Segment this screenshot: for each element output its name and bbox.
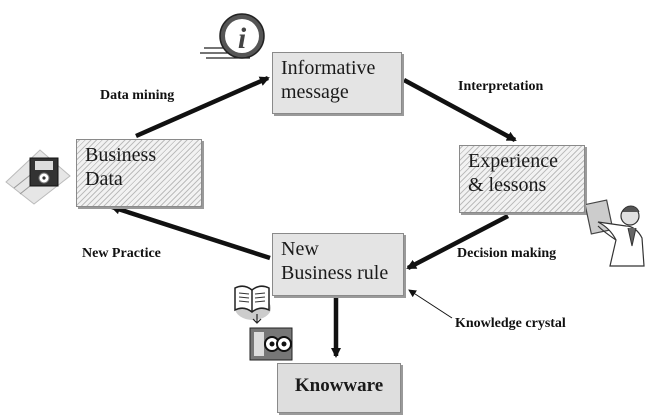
- node-informative-message-line1: Informative: [281, 57, 376, 79]
- arrow-interpretation: [402, 78, 517, 142]
- arrow-new-practice: [110, 204, 271, 261]
- node-new-business-rule-line1: New: [281, 238, 319, 260]
- label-new-practice: New Practice: [82, 246, 161, 261]
- person-reading-icon: [586, 199, 645, 267]
- label-interpretation: Interpretation: [458, 79, 544, 94]
- open-book-icon: [234, 285, 271, 324]
- node-experience-lessons-line1: Experience: [468, 150, 558, 172]
- node-informative-message: Informative message: [272, 52, 402, 114]
- node-business-data-line2: Data: [85, 168, 123, 190]
- info-icon: i: [200, 13, 265, 59]
- arrow-data-mining: [135, 75, 270, 139]
- node-knowware-label: Knowware: [294, 375, 384, 396]
- label-decision-making: Decision making: [457, 246, 557, 261]
- arrow-decision-making: [406, 214, 510, 270]
- node-experience-lessons-line2: & lessons: [468, 174, 547, 196]
- arrow-knowledge-crystal: [408, 289, 453, 319]
- label-knowledge-crystal: Knowledge crystal: [455, 316, 566, 331]
- svg-text:i: i: [238, 22, 247, 55]
- node-new-business-rule: New Business rule: [272, 233, 404, 296]
- node-business-data-line1: Business: [85, 144, 157, 166]
- floppy-disk-icon: [5, 149, 71, 205]
- software-icon: [249, 327, 293, 361]
- node-new-business-rule-line2: Business rule: [281, 262, 389, 284]
- label-data-mining: Data mining: [100, 88, 175, 103]
- node-informative-message-line2: message: [281, 81, 349, 103]
- node-knowware: Knowware: [277, 363, 401, 413]
- node-experience-lessons: Experience & lessons: [459, 145, 585, 213]
- node-business-data: Business Data: [76, 139, 202, 207]
